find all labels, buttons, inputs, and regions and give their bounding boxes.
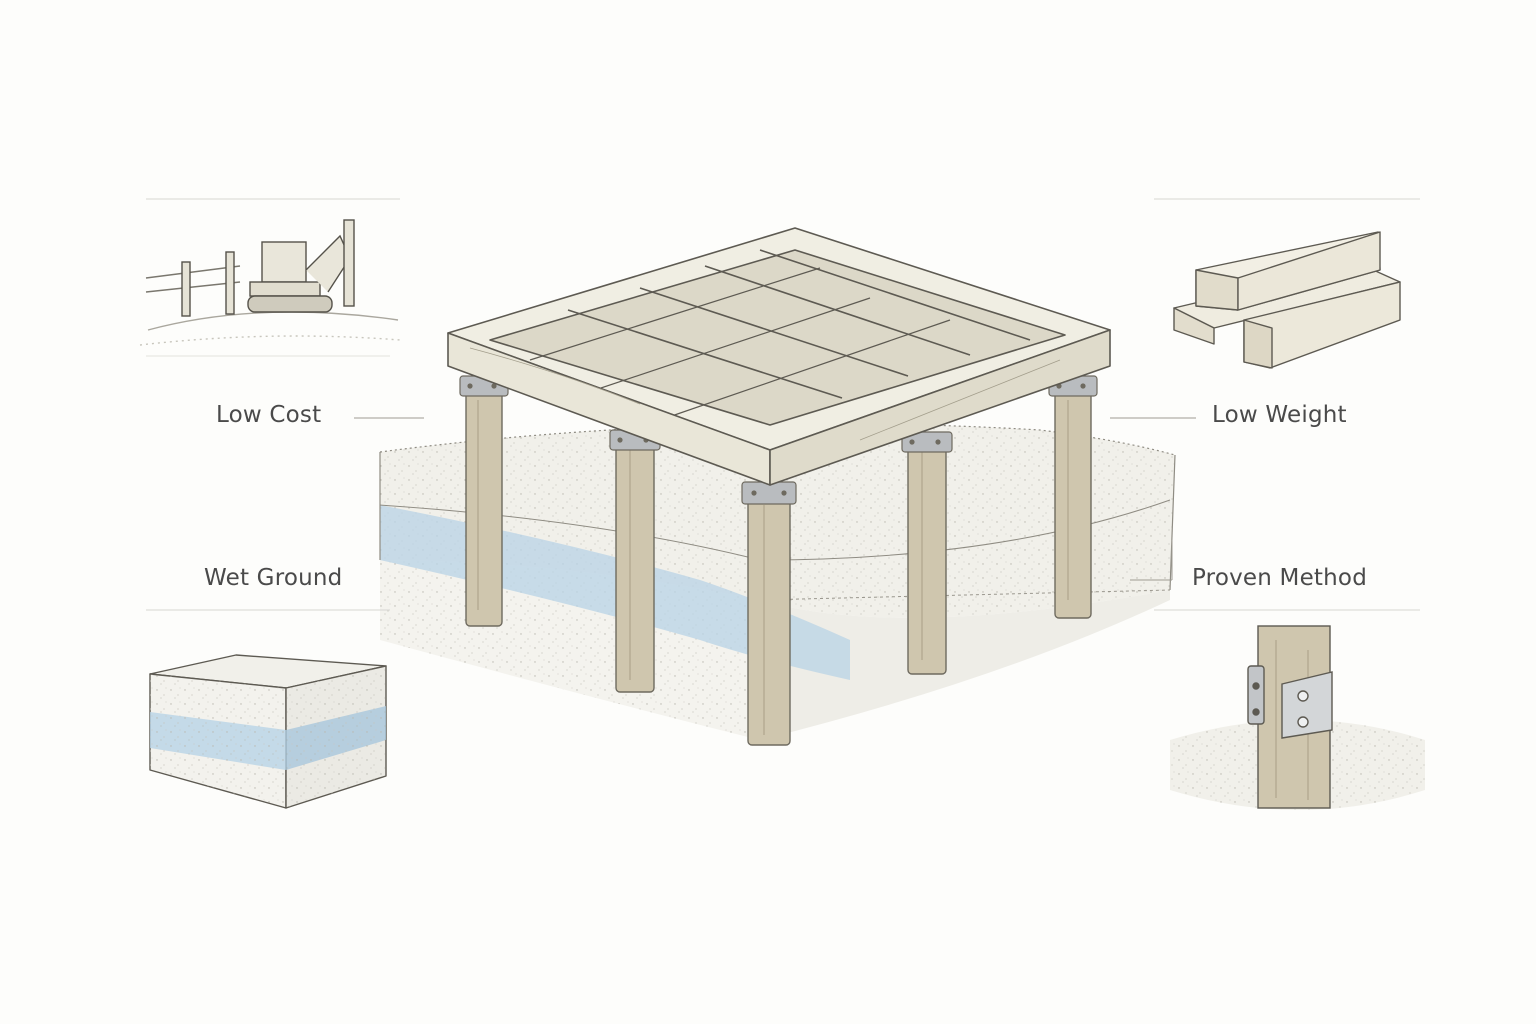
pile [741, 481, 797, 746]
pile [609, 429, 661, 693]
pile-bracket-icon [1170, 625, 1425, 810]
label-wet-ground: Wet Ground [204, 565, 343, 591]
soil-cube-icon [149, 654, 387, 809]
pile [1048, 375, 1098, 619]
pile [901, 431, 953, 675]
pile [459, 375, 509, 627]
timber-beams-icon [1173, 231, 1401, 369]
label-low-cost: Low Cost [216, 402, 322, 428]
label-proven-method: Proven Method [1192, 565, 1367, 591]
pile-group [459, 375, 1098, 746]
excavator-icon [139, 219, 401, 346]
label-low-weight: Low Weight [1212, 402, 1347, 428]
ground-block [379, 422, 1176, 740]
timber-platform [447, 227, 1111, 486]
